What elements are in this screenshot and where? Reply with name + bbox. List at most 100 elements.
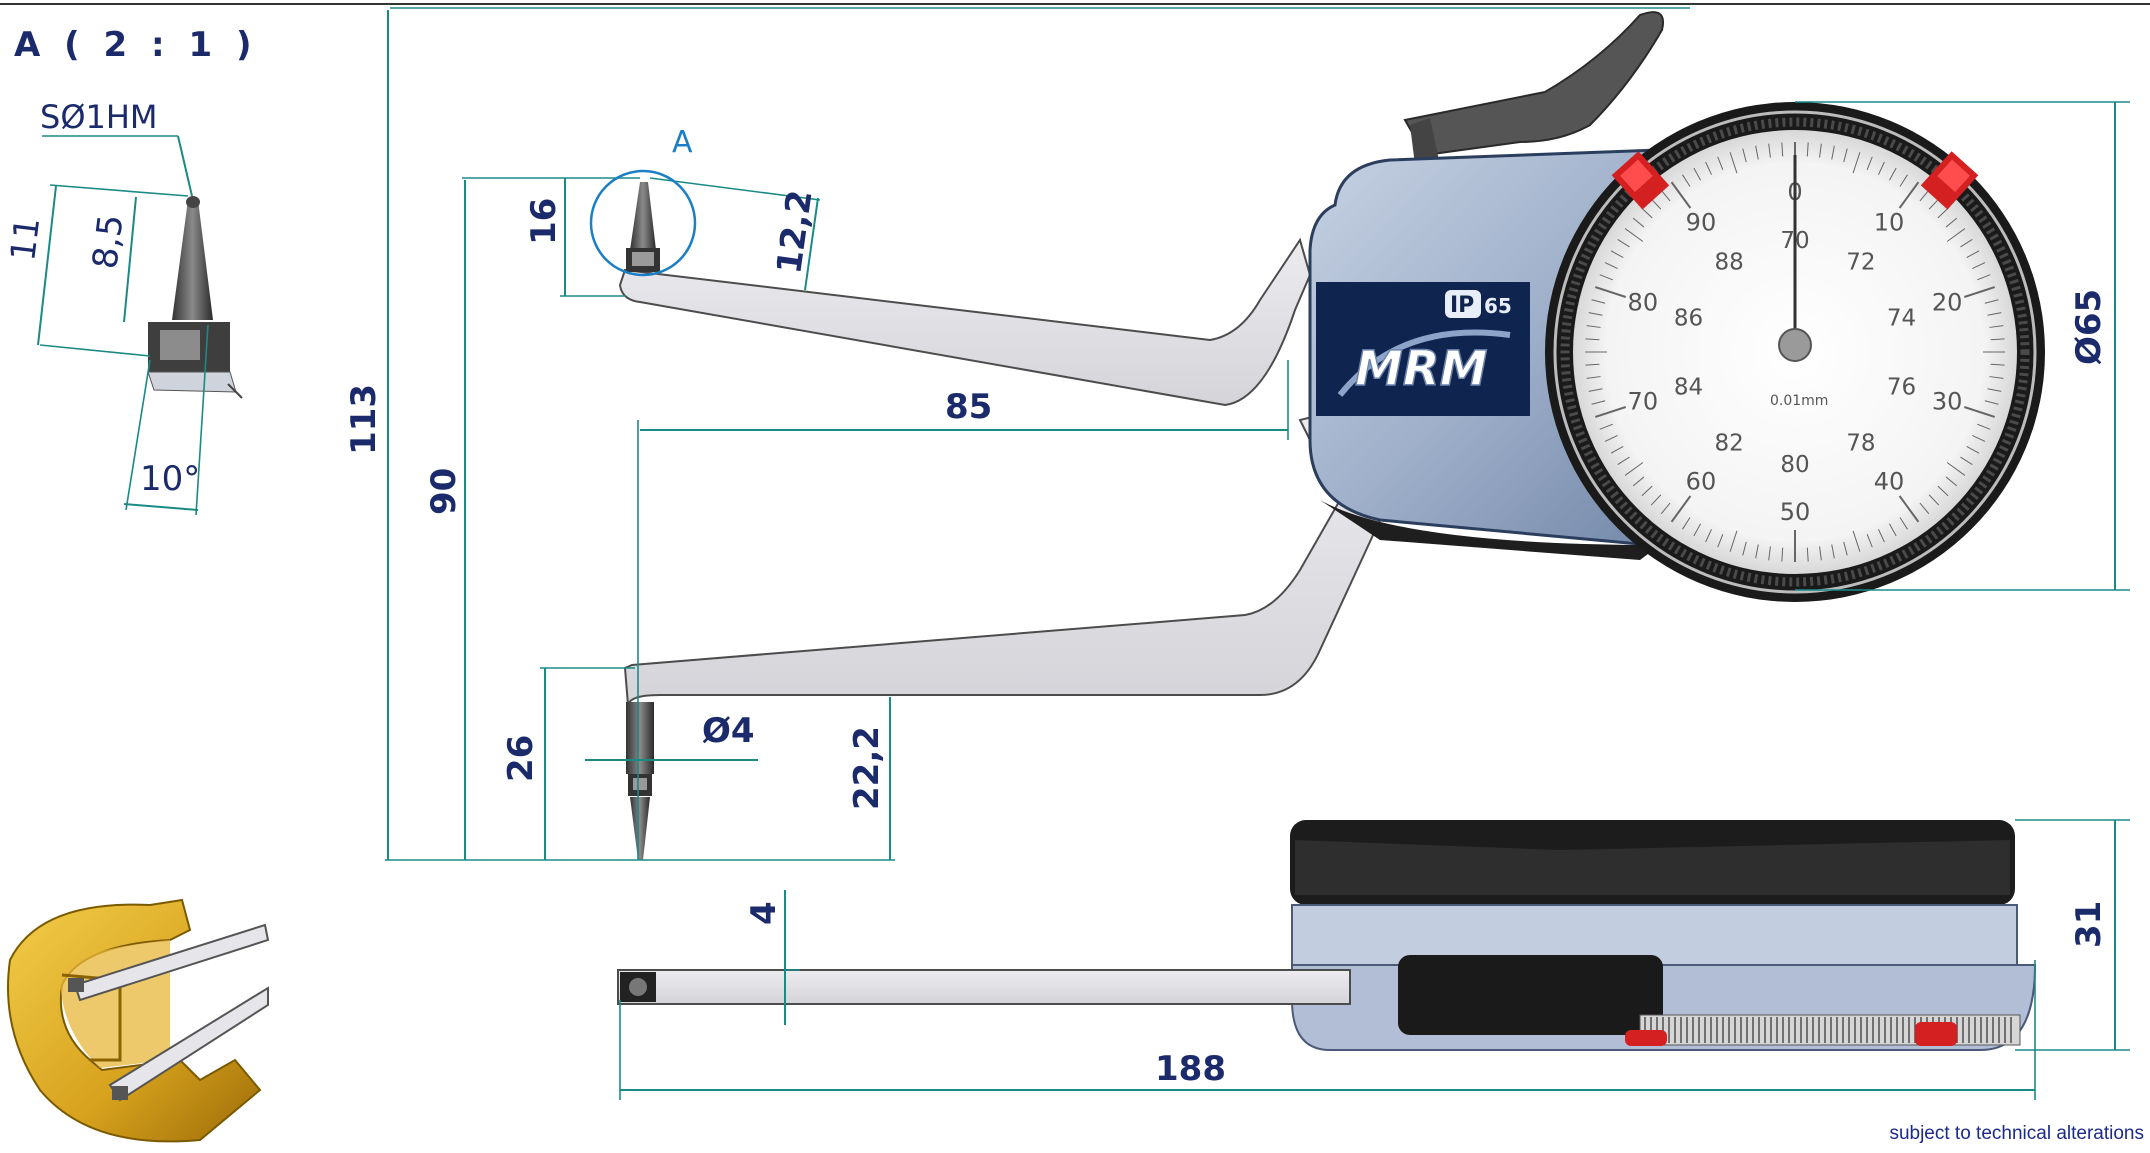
- bore-illustration: [7, 898, 270, 1143]
- dial-tick: [1989, 376, 2004, 379]
- dial-outer-number: 20: [1932, 289, 1963, 317]
- dial-tick: [1755, 544, 1759, 559]
- dial-tick: [1945, 217, 1958, 228]
- dial-inner-number: 88: [1715, 249, 1744, 275]
- brass-groove: [61, 973, 122, 1062]
- ip-badge-label: IP: [1450, 293, 1474, 318]
- tip-spec-label: SØ1HM: [40, 98, 158, 136]
- dim-113: 113: [344, 384, 384, 455]
- release-lever: [1403, 11, 1664, 157]
- dial-tick: [1660, 502, 1671, 515]
- lower-jaw: [623, 408, 1382, 706]
- dimline-11: [37, 185, 57, 346]
- bore-probe-upper: [68, 978, 84, 992]
- dial-tick: [1888, 523, 1897, 537]
- dial-tick: [1843, 541, 1848, 556]
- front-view: IP 65 MRM 0102030405060708090 7072747678…: [618, 11, 2045, 860]
- dial-tick: [1960, 456, 1973, 465]
- dial-tick: [1984, 400, 1999, 405]
- dial-inner-number: 86: [1674, 305, 1703, 331]
- dial-tick: [1966, 445, 1980, 454]
- housing-shadow: [1320, 500, 1660, 560]
- tolerance-clamp-left: [1611, 151, 1670, 210]
- lever-pivot: [1410, 118, 1440, 165]
- dial-tick: [1977, 274, 1991, 281]
- dim-dia-4: Ø4: [702, 711, 755, 751]
- detail-title: A ( 2 : 1 ): [14, 25, 258, 65]
- dial-tick: [1806, 547, 1809, 562]
- detail-probe-cone: [172, 200, 213, 320]
- lower-probe-shank: [626, 702, 654, 774]
- dial-outer-number: 70: [1628, 387, 1659, 415]
- upper-probe-hex-face: [632, 252, 654, 266]
- dial-tick: [1588, 312, 1603, 316]
- dial-tick: [1650, 198, 1662, 210]
- dial-tick: [1591, 299, 1606, 304]
- dial-tick: [1843, 148, 1848, 163]
- dial-tick: [1937, 207, 1949, 219]
- side-view: [617, 820, 2037, 1051]
- dial-tick: [1624, 228, 1644, 242]
- detail-marker: A: [672, 125, 693, 160]
- dial-tick: [1650, 494, 1662, 506]
- dial-tick: [1670, 181, 1692, 209]
- dial-tick: [1729, 530, 1738, 552]
- dial-tick: [1960, 239, 1973, 248]
- dial-tick: [1919, 189, 1930, 202]
- side-probe-face: [629, 978, 647, 996]
- dial-inner-number: 84: [1674, 375, 1703, 401]
- dial-tick: [1852, 530, 1861, 552]
- dial-tick: [1768, 546, 1771, 561]
- dial-tick: [1599, 423, 1613, 430]
- dial-tick: [1717, 534, 1724, 548]
- dial-tick: [1594, 406, 1627, 418]
- dial-tick: [1586, 376, 1601, 379]
- side-clamp-right: [1915, 1022, 1957, 1046]
- dial-tick: [1693, 167, 1702, 181]
- detail-probe-hex-face: [160, 330, 200, 360]
- ext-angle-left: [125, 359, 151, 511]
- ext-11-bottom: [39, 344, 151, 357]
- dial-tick: [1729, 152, 1738, 174]
- dial-tick: [1937, 485, 1949, 497]
- dial-outer-numbers: 0102030405060708090: [1628, 178, 1963, 526]
- dial-tick: [1898, 495, 1920, 523]
- lower-probe-cone: [630, 797, 650, 860]
- dial-tick: [1604, 435, 1618, 442]
- dial-tick: [1989, 325, 2004, 328]
- dial-tick: [1928, 198, 1940, 210]
- dial-tick: [1641, 207, 1653, 219]
- dial-tick: [1987, 388, 2002, 392]
- dial-outer-number: 60: [1686, 467, 1717, 495]
- dial-tick: [1852, 152, 1861, 174]
- brand-swoosh: [1337, 329, 1511, 397]
- dimline-8-5: [123, 196, 137, 323]
- dim-22-2: 22,2: [847, 726, 887, 810]
- dim-16: 16: [524, 198, 564, 245]
- dial-outer-number: 50: [1780, 498, 1811, 526]
- bore-probe-lower: [112, 1086, 128, 1100]
- dial-inner-number: 72: [1846, 249, 1875, 275]
- dial-tick: [1591, 400, 1606, 405]
- upper-probe-cone: [630, 182, 656, 250]
- dial-tick: [1768, 143, 1771, 158]
- ext-11-top: [49, 184, 189, 197]
- side-clamp-left: [1625, 1030, 1667, 1046]
- dial-tick: [1819, 546, 1822, 561]
- dial-tick: [1866, 534, 1873, 548]
- dial-tick: [1632, 476, 1645, 487]
- dim-31: 31: [2069, 901, 2109, 948]
- side-lever: [1398, 955, 1663, 1035]
- detail-probe-ball: [186, 196, 200, 208]
- dial-tick: [1624, 462, 1644, 476]
- ext-angle-right: [195, 324, 209, 516]
- footer-note: subject to technical alterations: [1889, 1123, 2144, 1144]
- dial-tick: [1987, 312, 2002, 316]
- lower-probe-hex-face: [633, 778, 647, 790]
- dial-tick: [1866, 156, 1873, 170]
- dial-tick: [1599, 274, 1613, 281]
- dial-inner-number: 80: [1780, 452, 1809, 478]
- dial-tick: [1660, 189, 1671, 202]
- dial-pivot: [1778, 328, 1812, 362]
- dial-tick: [1928, 494, 1940, 506]
